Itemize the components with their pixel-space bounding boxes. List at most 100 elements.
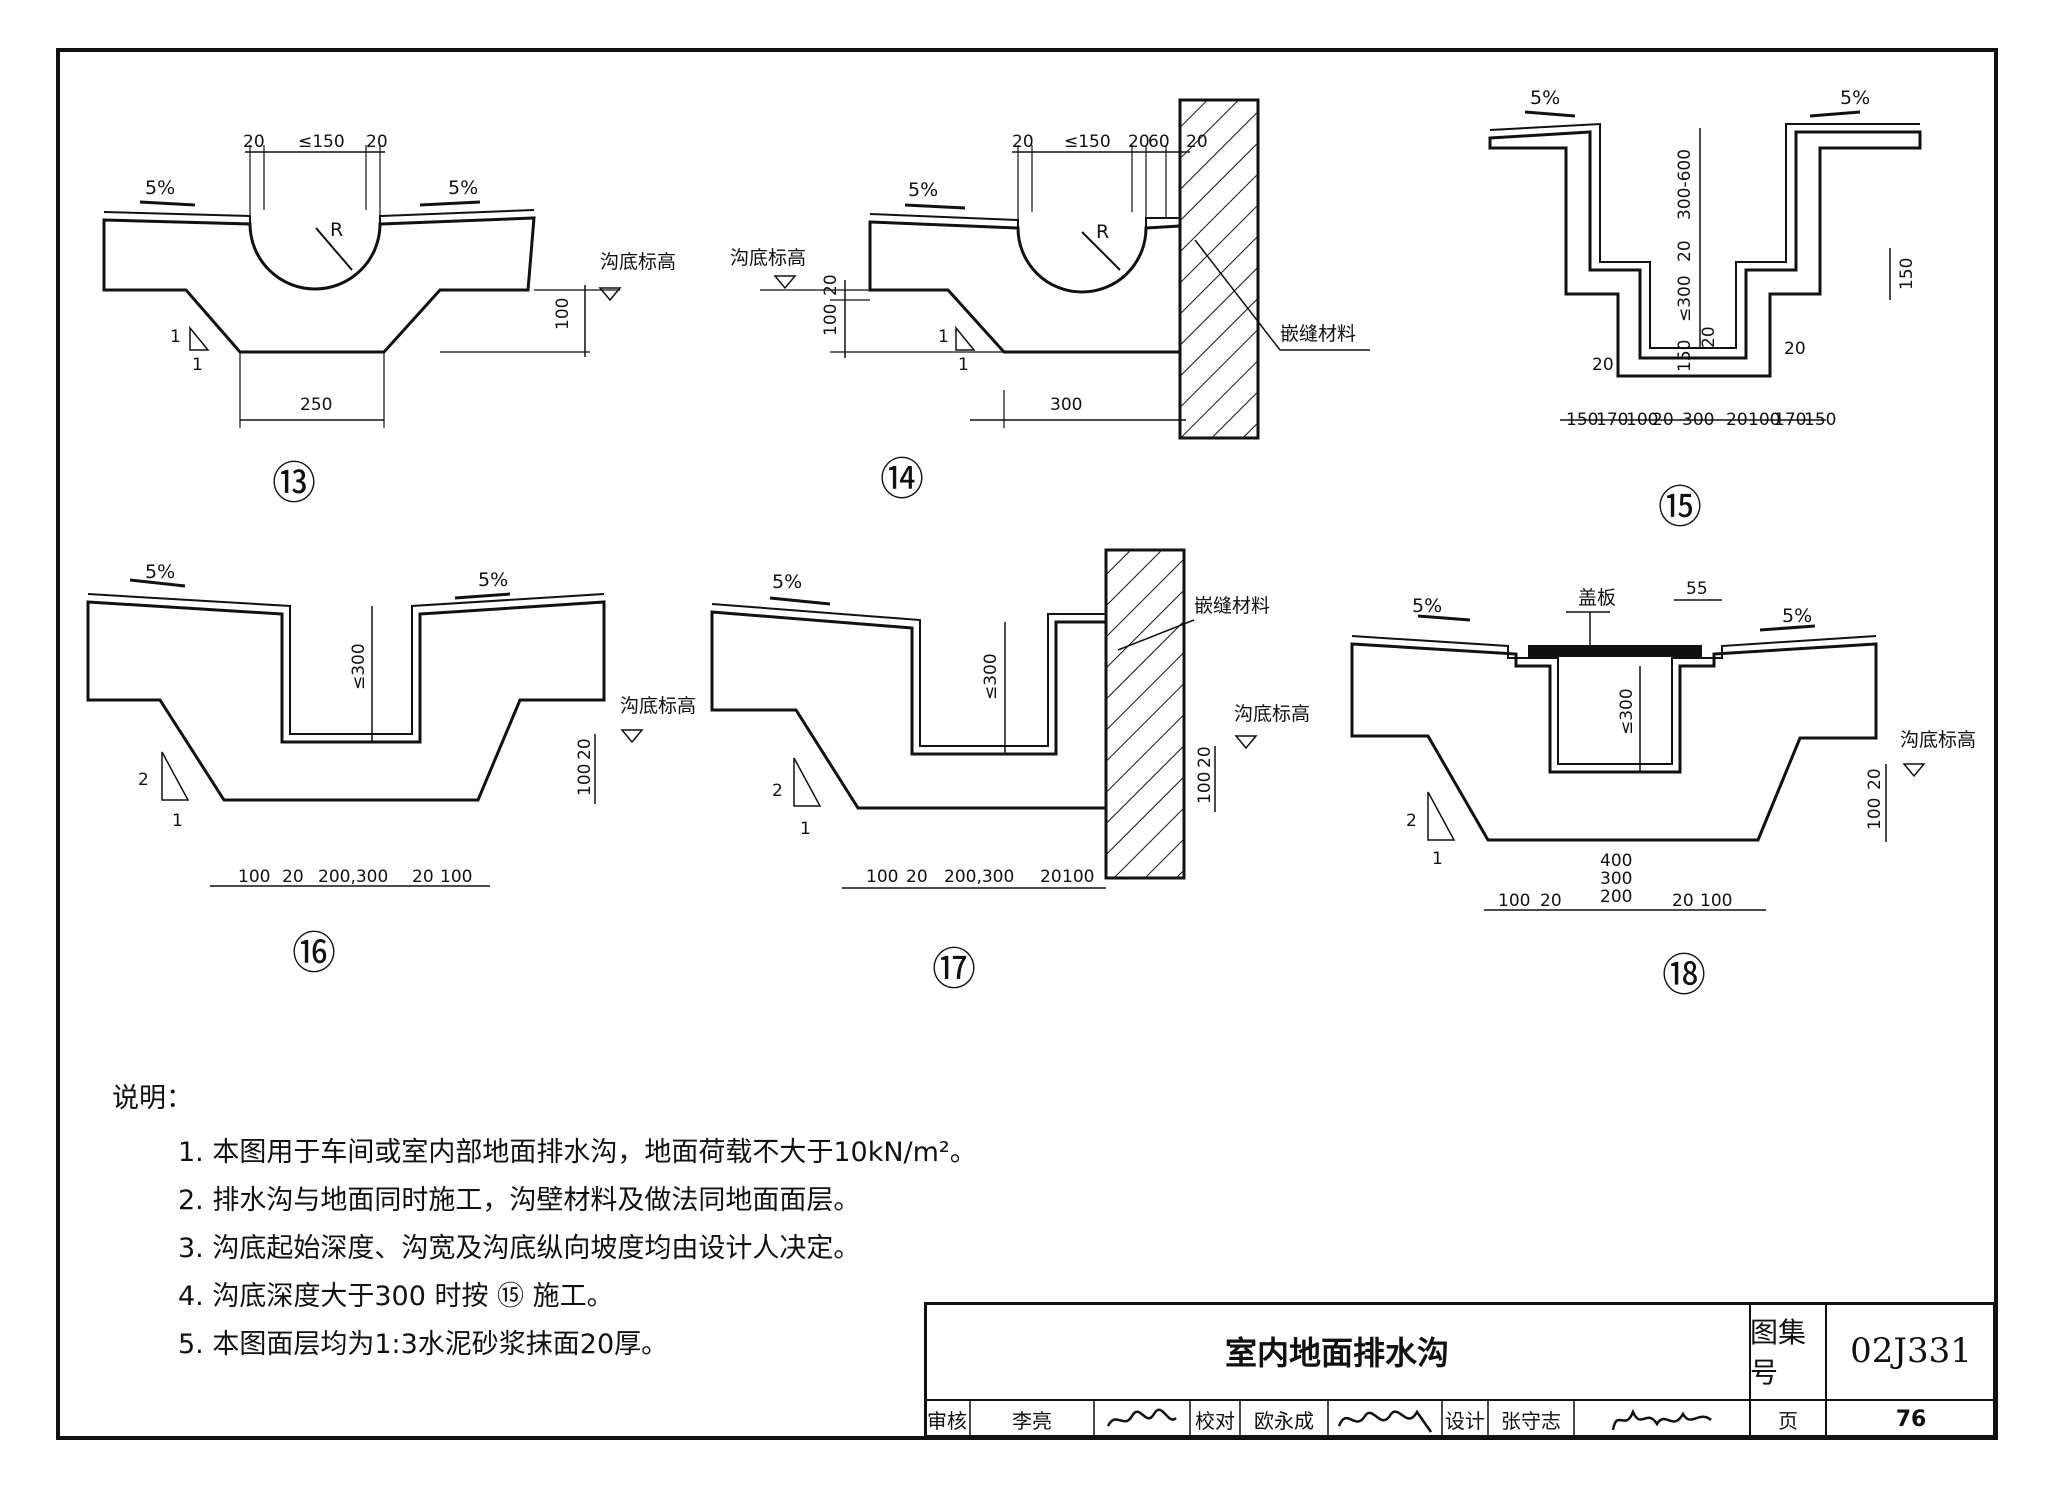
note-item-3: 3. 沟底起始深度、沟宽及沟底纵向坡度均由设计人决定。 xyxy=(178,1233,861,1264)
d13-dim-5: 250 xyxy=(300,395,332,415)
d15-dim-2: 20 xyxy=(1675,240,1695,262)
d15-slab xyxy=(1488,130,1922,378)
d17-dim-b2: 20 xyxy=(906,867,928,887)
d16-dim-3: 100 xyxy=(575,764,595,796)
notes-title: 说明： xyxy=(112,1083,193,1114)
d17-dim-b4: 20 xyxy=(1040,867,1062,887)
d13-number: ⑬ xyxy=(272,458,316,509)
d17-dim-b5: 100 xyxy=(1062,867,1094,887)
d17-filler-leader xyxy=(1117,619,1195,651)
d18-finish-line xyxy=(1351,635,1877,765)
d17-filler: 嵌缝材料 xyxy=(1194,595,1270,617)
d17-dim-b1: 100 xyxy=(866,867,898,887)
checker-signature xyxy=(1328,1400,1442,1438)
d16-dim-b1: 100 xyxy=(238,867,270,887)
d14-filler-leader xyxy=(1194,239,1281,351)
d15-dim-b2: 170 xyxy=(1596,410,1628,430)
d15-dim-3: ≤300 xyxy=(1675,275,1695,322)
d16-dim-b5: 100 xyxy=(440,867,472,887)
d14-ratio-triangle xyxy=(955,325,976,351)
d16-number: ⑯ xyxy=(292,928,336,979)
d18-dim-b3: 20 xyxy=(1672,891,1694,911)
d18-dim-b4: 100 xyxy=(1700,891,1732,911)
d18-cover: 盖板 xyxy=(1578,587,1616,609)
note-item-5: 5. 本图面层均为1:3水泥砂浆抹面20厚。 xyxy=(178,1329,669,1360)
checker-name: 欧永成 xyxy=(1254,1408,1314,1433)
drawing-title: 室内地面排水沟 xyxy=(1224,1334,1449,1372)
d18-dim-6: 300 xyxy=(1600,869,1632,889)
d15-dim-7: 20 xyxy=(1592,355,1614,375)
d14-dim-8: 300 xyxy=(1050,395,1082,415)
d16-slab xyxy=(86,600,606,802)
d15-dim-b7: 100 xyxy=(1748,410,1780,430)
d18-dim-5: 400 xyxy=(1600,851,1632,871)
d18-level-mark xyxy=(1902,763,1926,778)
detail-17: 5% ≤300 嵌缝材料 沟底标高 20 100 100 20 200,300 … xyxy=(710,548,1310,995)
d17-slope-arrow xyxy=(769,596,831,606)
d15-slope-arrow-right xyxy=(1809,110,1861,118)
d14-ratio-a: 1 xyxy=(938,327,949,347)
d13-radius-line xyxy=(315,227,353,271)
d15-dim-6: 150 xyxy=(1897,258,1917,290)
d16-slope-left: 5% xyxy=(145,561,175,583)
d18-slope-arrow-left xyxy=(1417,614,1471,622)
d18-cover-plate xyxy=(1528,645,1702,657)
d14-level-mark xyxy=(773,275,797,290)
detail-14: 5% R 20 ≤150 20 60 20 沟底标高 20 100 300 嵌缝… xyxy=(730,98,1370,505)
note-item-1: 1. 本图用于车间或室内部地面排水沟，地面荷载不大于10kN/m²。 xyxy=(178,1137,977,1168)
d13-slab xyxy=(102,216,536,354)
reviewer-signature xyxy=(1094,1400,1190,1438)
d17-ditch-bottom: 沟底标高 xyxy=(1234,703,1310,725)
d13-ratio-b: 1 xyxy=(192,355,203,375)
d17-ratio-a: 2 xyxy=(772,781,783,801)
d18-slope-left: 5% xyxy=(1412,595,1442,617)
d14-radius-line xyxy=(1081,231,1121,271)
d14-dim-2: ≤150 xyxy=(1064,132,1111,152)
d17-dim-2: 20 xyxy=(1195,746,1215,768)
d15-slope-left: 5% xyxy=(1530,87,1560,109)
d14-radius: R xyxy=(1096,221,1109,243)
sheet-border xyxy=(56,48,1998,1440)
d16-slope-arrow-left xyxy=(129,578,186,588)
d13-slope-left: 5% xyxy=(145,177,175,199)
d18-dim-2: ≤300 xyxy=(1617,688,1637,735)
d14-number: ⑭ xyxy=(880,454,924,505)
check-label: 校对 xyxy=(1195,1408,1235,1433)
d17-dim-b3: 200,300 xyxy=(944,867,1014,887)
detail-15: 5% 5% 300-600 20 ≤300 20 150 150 20 20 1… xyxy=(1488,87,1922,533)
detail-16: 5% 5% ≤300 沟底标高 20 100 100 20 200,300 20… xyxy=(86,561,696,979)
d14-dim-4: 60 xyxy=(1148,132,1170,152)
d13-ratio-a: 1 xyxy=(170,327,181,347)
d14-dim-7: 100 xyxy=(821,304,841,336)
page-label: 页 xyxy=(1778,1408,1798,1433)
review-label: 审核 xyxy=(927,1408,967,1433)
design-label: 设计 xyxy=(1445,1408,1485,1433)
reviewer-name: 李亮 xyxy=(1012,1408,1052,1433)
d14-dim-1: 20 xyxy=(1012,132,1034,152)
d15-dim-5: 150 xyxy=(1675,340,1695,372)
atlas-label: 图集号 xyxy=(1750,1316,1807,1389)
d17-ratio-b: 1 xyxy=(800,819,811,839)
detail-18: 盖板 55 5% 5% ≤300 沟底标高 20 100 400 300 200… xyxy=(1350,579,1976,1001)
d16-ratio-b: 1 xyxy=(172,811,183,831)
d17-slope: 5% xyxy=(772,571,802,593)
d13-dim-1: 20 xyxy=(243,132,265,152)
d16-slope-right: 5% xyxy=(478,569,508,591)
d18-ratio-b: 1 xyxy=(1432,849,1443,869)
d18-dim-b1: 100 xyxy=(1498,891,1530,911)
d17-wall xyxy=(1104,548,1186,880)
title-block: 室内地面排水沟 图集号 02J331 审核 李亮 校对 欧永成 设计 张守志 页… xyxy=(924,1302,1996,1438)
d15-dim-b5: 300 xyxy=(1682,410,1714,430)
d15-dim-4: 20 xyxy=(1699,326,1719,348)
d18-ratio-a: 2 xyxy=(1406,811,1417,831)
d17-level-mark xyxy=(1234,735,1258,750)
d16-ratio-a: 2 xyxy=(138,770,149,790)
d16-dim-b2: 20 xyxy=(282,867,304,887)
d17-dim-3: 100 xyxy=(1195,772,1215,804)
d18-dim-7: 200 xyxy=(1600,887,1632,907)
d15-dim-b8: 170 xyxy=(1774,410,1806,430)
d18-ditch-bottom: 沟底标高 xyxy=(1900,729,1976,751)
d14-dim-5: 20 xyxy=(1186,132,1208,152)
d13-dim-2: ≤150 xyxy=(298,132,345,152)
